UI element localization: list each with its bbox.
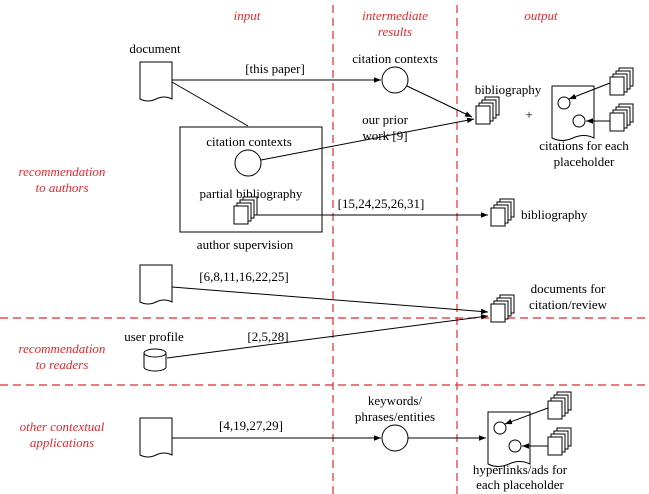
citation-stack-icon-2 <box>609 103 634 132</box>
keywords-node <box>381 424 409 452</box>
bibliography-right-icon <box>490 198 515 227</box>
document-refs-label: [6,8,11,16,22,25] <box>199 269 288 284</box>
user-profile-label: user profile <box>124 329 184 344</box>
hyperlinks-label: hyperlinks/ads for <box>473 462 568 477</box>
hyperlinks-node-1 <box>493 421 507 435</box>
citation-contexts-node <box>381 66 409 94</box>
hyperlinks-stack-icon-1 <box>547 391 572 420</box>
row-header-other-2: applications <box>30 435 94 450</box>
row-header-readers: recommendation <box>19 341 106 356</box>
bibliography-right-label: bibliography <box>521 207 588 222</box>
profile-to-recommendation-arrow <box>166 314 489 359</box>
column-header-intermediate: intermediate <box>362 8 428 23</box>
other-document-icon <box>139 417 173 458</box>
keywords-label: keywords/ <box>368 393 423 408</box>
document-icon <box>139 61 173 102</box>
bibliography-output-icon <box>475 96 500 125</box>
citation-stack-icon-1 <box>609 67 634 96</box>
box-citation-contexts-node <box>234 149 262 177</box>
hyperlinks-node-2 <box>508 439 522 453</box>
placeholder-link-1 <box>568 82 611 100</box>
placeholder-node-2 <box>572 114 586 128</box>
prior-work-label: our prior <box>362 112 409 127</box>
author-supervision-box <box>179 126 323 233</box>
column-header-intermediate-2: results <box>378 24 412 39</box>
column-header-input: input <box>234 8 261 23</box>
author-supervision-label: author supervision <box>197 237 294 252</box>
document-to-recommendation-arrow <box>171 286 489 315</box>
placeholder-document-icon <box>551 85 595 141</box>
row-header-authors: recommendation <box>19 164 106 179</box>
box-citation-contexts-label: citation contexts <box>206 134 292 149</box>
column-header-output: output <box>524 8 558 23</box>
hyperlinks-label-2: each placeholder <box>476 477 564 492</box>
hyperlinks-document-icon <box>487 411 531 467</box>
row-header-readers-2: to readers <box>36 357 89 372</box>
document-to-box-line <box>171 81 249 127</box>
reader-document-icon <box>139 264 173 305</box>
prior-work-arrow <box>260 117 475 161</box>
keywords-label-2: phrases/entities <box>355 409 435 424</box>
citation-contexts-intermediate-label: citation contexts <box>352 51 438 66</box>
user-profile-database-top <box>143 348 167 358</box>
contexts-to-bibliography-arrow <box>406 85 473 118</box>
placeholder-node-1 <box>557 96 571 110</box>
plus-sign: + <box>525 107 532 122</box>
bibliography-output-label: bibliography <box>475 82 542 97</box>
this-paper-label: [this paper] <box>245 61 305 76</box>
row-header-authors-2: to authors <box>35 180 88 195</box>
hyperlinks-link-1 <box>504 407 549 425</box>
citations-label-2: placeholder <box>554 154 615 169</box>
documents-output-label: documents for <box>531 281 606 296</box>
partial-bibliography-icon <box>233 196 258 225</box>
document-label: document <box>129 41 181 56</box>
other-refs-label: [4,19,27,29] <box>219 418 283 433</box>
partial-refs-label: [15,24,25,26,31] <box>338 196 425 211</box>
hyperlinks-stack-icon-2 <box>547 427 572 456</box>
prior-work-label-2: work [9] <box>362 128 407 143</box>
profile-refs-label: [2,5,28] <box>247 329 288 344</box>
partial-bibliography-label: partial bibliography <box>200 186 303 201</box>
row-header-other: other contextual <box>20 419 105 434</box>
user-profile-database-icon <box>143 353 167 372</box>
documents-output-label-2: citation/review <box>529 297 608 312</box>
citations-label: citations for each <box>539 138 629 153</box>
